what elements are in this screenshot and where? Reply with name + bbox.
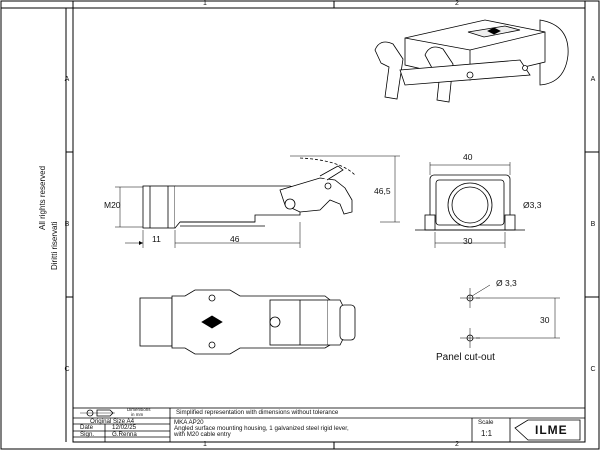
zone-top-2: 2	[455, 0, 459, 7]
scale-label: Scale	[478, 419, 494, 426]
part-code: MKA AP20	[174, 419, 204, 426]
zone-bottom-2: 2	[455, 441, 459, 448]
rights-text-en: All rights reserved	[38, 165, 47, 230]
date-label: Date	[80, 424, 94, 431]
panel-cutout	[460, 284, 560, 348]
zone-right-c: C	[590, 366, 596, 373]
zone-right-a: A	[590, 76, 596, 83]
front-view	[415, 162, 525, 248]
sign-value: G.Renna	[112, 431, 137, 438]
side-view	[115, 155, 400, 248]
zone-right-b: B	[590, 221, 596, 228]
dim-m20: M20	[104, 200, 121, 210]
scale-value: 1:1	[481, 429, 493, 438]
zone-left-c: C	[64, 366, 70, 373]
dim-46: 46	[230, 234, 240, 244]
panel-cutout-label: Panel cut-out	[436, 352, 495, 363]
zone-left-a: A	[64, 76, 70, 83]
description-line-1: Angled surface mounting housing, 1 galva…	[174, 425, 349, 432]
dim-11: 11	[152, 234, 161, 244]
sign-label: Sign.	[80, 431, 95, 438]
zone-left-b: B	[64, 221, 70, 228]
original-size: Original Size A4	[90, 418, 135, 425]
dimensions-label-2: in mm	[131, 412, 144, 417]
rights-text-it: Diritti riservati	[50, 221, 59, 270]
dim-40: 40	[463, 152, 473, 162]
isometric-view	[374, 19, 569, 103]
dim-46-5: 46,5	[374, 186, 391, 196]
description-line-2: with M20 cable entry	[174, 431, 231, 438]
note-text: Simplified representation with dimension…	[176, 409, 339, 416]
date-value: 12/02/25	[112, 424, 137, 431]
dim-30-front: 30	[463, 236, 473, 246]
ilme-logo: ILME	[535, 423, 568, 437]
title-block	[72, 407, 586, 443]
zone-bottom-1: 1	[203, 441, 207, 448]
top-view	[139, 289, 356, 355]
dimensions-label-1: Dimensions	[127, 407, 151, 412]
dim-30-cutout: 30	[540, 315, 550, 325]
dim-hole-front: Ø3,3	[523, 200, 542, 210]
dim-hole-cutout: Ø 3,3	[496, 278, 517, 288]
zone-top-1: 1	[203, 0, 207, 7]
